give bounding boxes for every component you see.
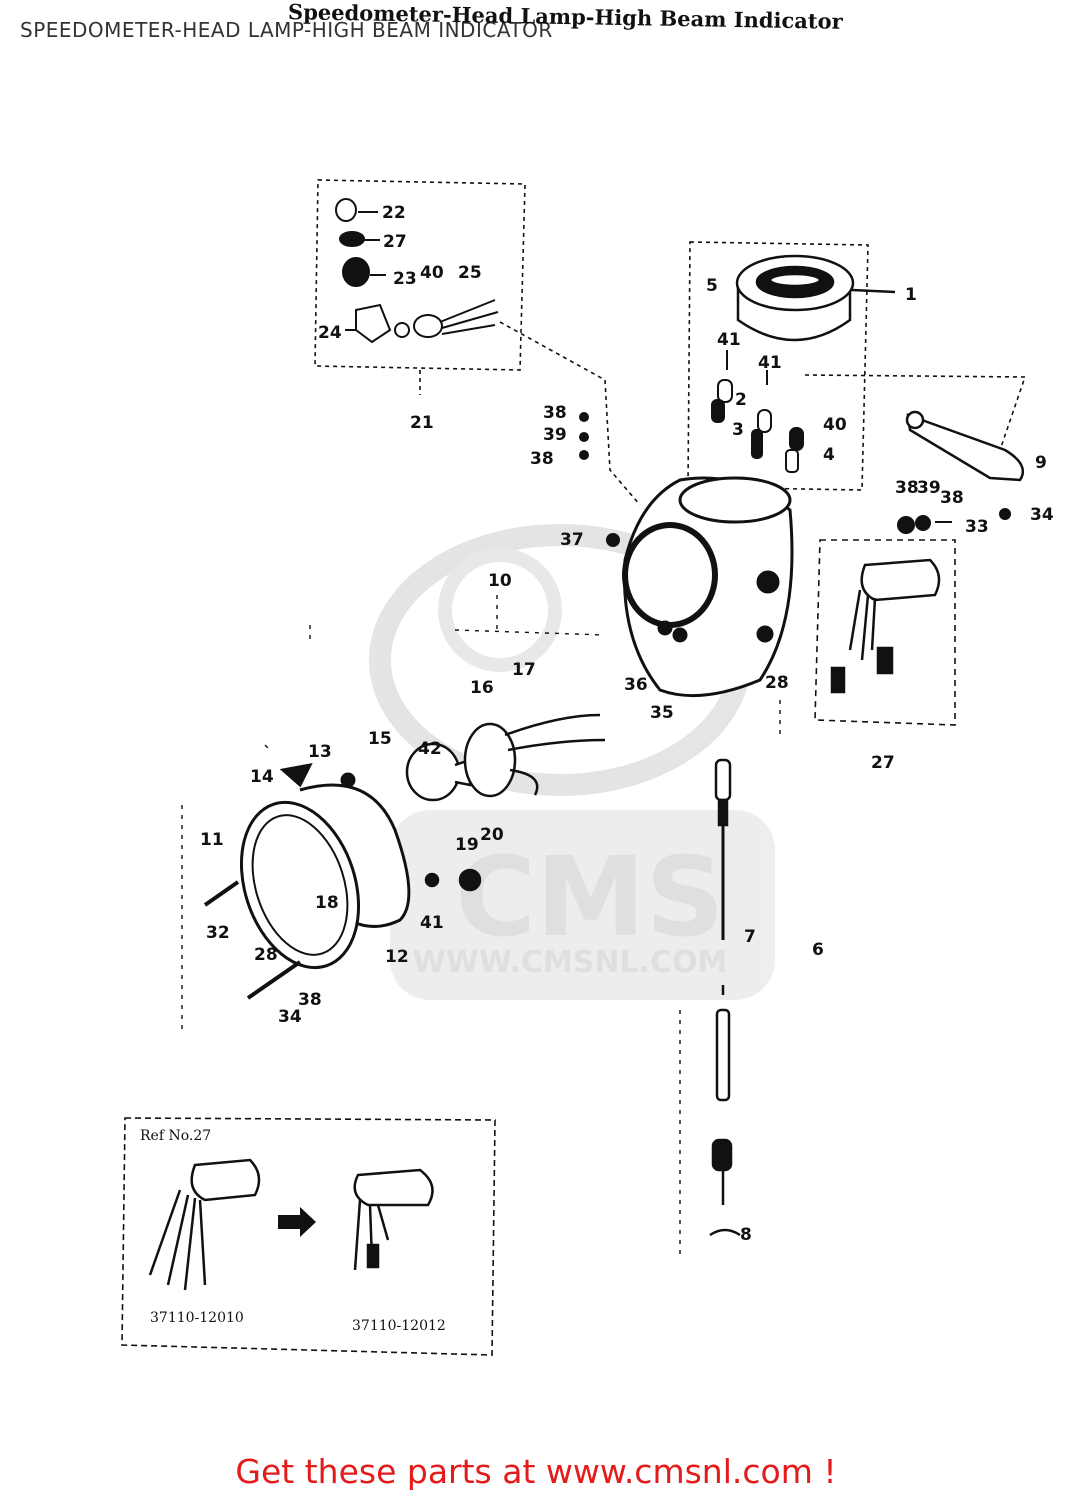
bulb-and-socket: [405, 713, 606, 892]
callout-5: 5: [706, 276, 718, 296]
headlamp-switch: [830, 558, 941, 694]
callout-31: 32: [206, 923, 230, 943]
callout-34a: 34: [1030, 505, 1054, 525]
callout-28a: 28: [765, 673, 789, 693]
callout-38c: 38: [895, 478, 919, 498]
footer-link[interactable]: Get these parts at www.cmsnl.com !: [235, 1452, 837, 1491]
callout-37: 37: [560, 530, 584, 550]
case-fasteners: [579, 412, 1011, 547]
indicator-kit-parts: [335, 198, 499, 344]
callout-10: 10: [488, 571, 512, 591]
callout-35: 36: [624, 675, 648, 695]
callout-21: 21: [410, 413, 434, 433]
callout-32: 33: [965, 517, 989, 537]
callout-23: 23: [393, 269, 417, 289]
callout-19: 19: [455, 835, 479, 855]
callout-41b: 41: [758, 353, 782, 373]
page-heading: SPEEDOMETER-HEAD LAMP-HIGH BEAM INDICATO…: [20, 18, 553, 42]
callout-24: 24: [318, 323, 342, 343]
callout-3: 3: [732, 420, 744, 440]
callout-41c: 41: [420, 913, 444, 933]
callout-38a: 38: [543, 403, 567, 423]
watermark-url: WWW.CMSNL.COM: [413, 945, 728, 980]
callout-1: 1: [905, 285, 917, 305]
headlamp-case: [622, 476, 794, 698]
callout-16: 16: [470, 678, 494, 698]
headlamp-unit: [203, 762, 411, 1000]
speedometer-cable: [709, 758, 741, 1237]
callout-42: 42: [418, 739, 442, 759]
callout-13: 13: [308, 742, 332, 762]
callout-34b: 34: [278, 1007, 302, 1027]
old-part-number: 37110-12010: [150, 1310, 244, 1326]
indicator-kit-group: [314, 179, 641, 506]
ref-box: Ref No.27 37110-12010 37110-12012: [121, 1117, 496, 1356]
switch-group: [814, 539, 956, 726]
callout-38d: 38: [940, 488, 964, 508]
callout-15: 15: [368, 729, 392, 749]
callout-27: 27: [871, 753, 895, 773]
callout-40b: 40: [823, 415, 847, 435]
callout-2: 2: [735, 390, 747, 410]
speedometer-group: [687, 241, 1027, 491]
callout-12: 12: [385, 947, 409, 967]
callout-11: 11: [200, 830, 224, 850]
watermark-logo: CMS: [455, 833, 724, 961]
meter-bulbs: [711, 350, 804, 473]
callout-4: 4: [823, 445, 835, 465]
callout-26: 27: [383, 232, 407, 252]
callout-8: 8: [740, 1225, 752, 1245]
bracket: [905, 410, 1025, 482]
ref-box-heading: Ref No.27: [140, 1128, 211, 1144]
callout-14: 14: [250, 767, 274, 787]
leader-lines: [181, 595, 781, 1260]
callout-18: 18: [315, 893, 339, 913]
callout-39: 39: [543, 425, 567, 445]
replacement-arrow-icon: [278, 1207, 316, 1237]
callout-9: 9: [1035, 453, 1047, 473]
callout-6: 6: [812, 940, 824, 960]
callout-7: 7: [744, 927, 756, 947]
callout-33: 35: [650, 703, 674, 723]
watermark: CMS WWW.CMSNL.COM: [369, 524, 775, 1000]
callout-40: 40: [420, 263, 444, 283]
callout-20: 20: [480, 825, 504, 845]
callout-22: 22: [382, 203, 406, 223]
callout-labels: 22 27 23 40 25 24 21 5 1 41 41 2 3 40 4 …: [200, 203, 1054, 1245]
callout-38b: 38: [530, 449, 554, 469]
speedometer: [735, 254, 896, 342]
new-part-number: 37110-12012: [352, 1318, 446, 1334]
callout-39b: 39: [917, 478, 941, 498]
callout-41a: 41: [717, 330, 741, 350]
callout-17: 17: [512, 660, 536, 680]
callout-25: 25: [458, 263, 482, 283]
callout-36: 38: [298, 990, 322, 1010]
callout-28b: 28: [254, 945, 278, 965]
